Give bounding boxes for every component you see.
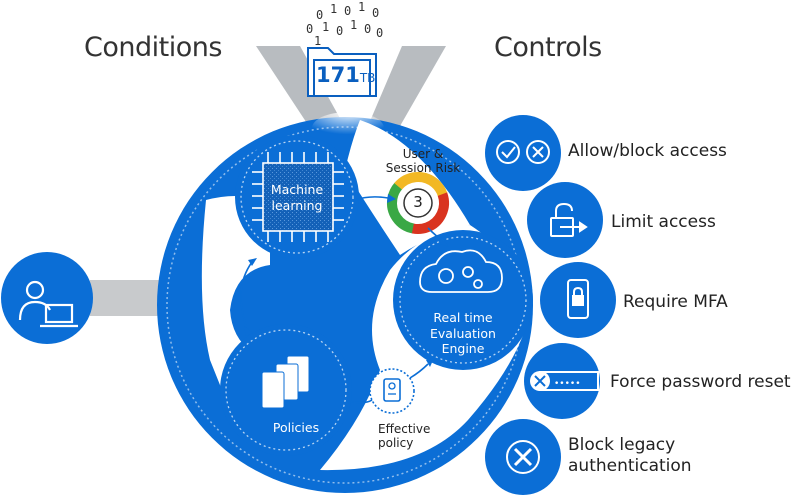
- limit-access-icon: [550, 202, 588, 237]
- data-size-label: 171TB: [316, 63, 376, 87]
- conditions-heading: Conditions: [84, 32, 222, 63]
- control-limit-access: Limit access: [611, 212, 716, 232]
- arrowheads: [244, 194, 449, 367]
- risk-label: User & Session Risk: [385, 147, 461, 176]
- flow-arrows: [240, 196, 445, 404]
- evaluation-engine-node: [393, 230, 533, 370]
- controls-heading: Controls: [494, 32, 602, 63]
- control-bubbles: •••••: [485, 115, 616, 495]
- risk-score: 3: [413, 193, 423, 211]
- control-require-mfa: Require MFA: [623, 292, 728, 312]
- control-force-password-reset: Force password reset: [610, 372, 791, 392]
- binary-digits: 0 1 0 1 0 0 1 0 1 0 0 1: [306, 0, 384, 48]
- machine-learning-label: Machine learning: [270, 182, 324, 213]
- effective-policy-label: Effective policy: [378, 422, 431, 451]
- documents-icon: [261, 355, 310, 409]
- machine-learning-node: [235, 135, 359, 259]
- password-reset-icon: •••••: [530, 371, 599, 391]
- user-icon: [1, 252, 93, 344]
- cloud-gears-icon: [419, 249, 503, 293]
- data-folder-icon: [307, 47, 377, 97]
- block-legacy-icon: [506, 440, 540, 474]
- control-block-legacy: Block legacy authentication: [568, 435, 692, 477]
- policies-label: Policies: [272, 420, 320, 435]
- allow-block-icon: [496, 140, 550, 164]
- effective-policy-badge: [369, 368, 415, 414]
- control-allow-block: Allow/block access: [568, 141, 727, 161]
- engine-label: Real time Evaluation Engine: [430, 310, 496, 357]
- svg-text:•••••: •••••: [554, 379, 581, 389]
- policies-node: [220, 324, 352, 456]
- mfa-phone-icon: [567, 279, 589, 319]
- chip-icon: [262, 162, 334, 232]
